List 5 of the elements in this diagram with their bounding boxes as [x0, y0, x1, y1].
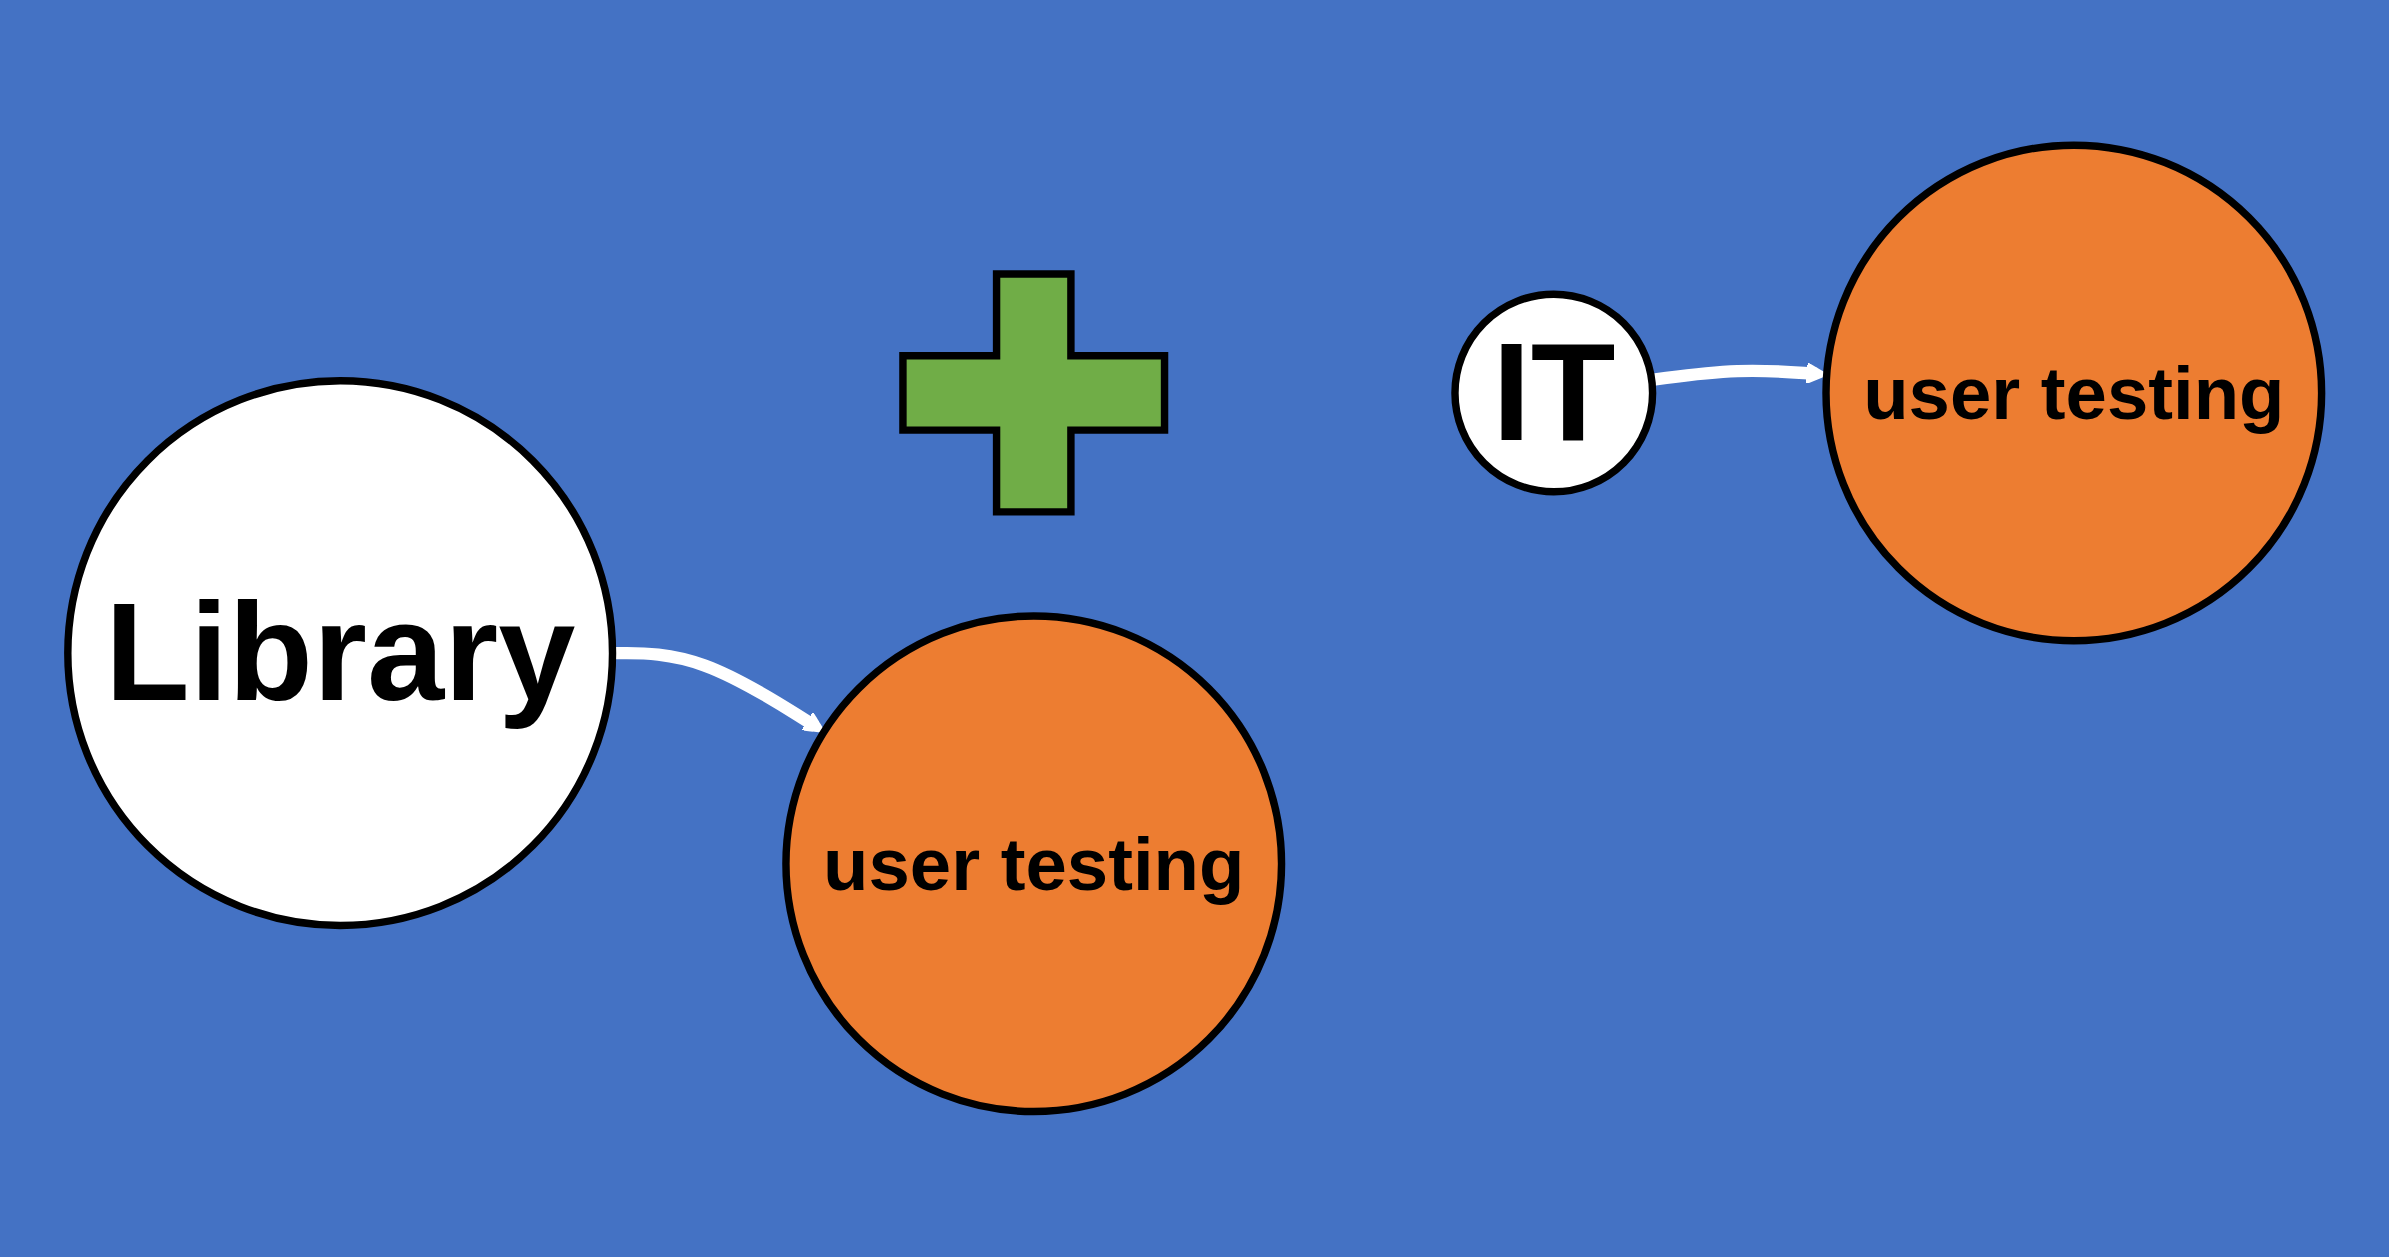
- node-circle: user testing: [1822, 141, 2326, 645]
- node-cross: [899, 270, 1169, 516]
- node-circle: user testing: [782, 612, 1286, 1116]
- node-circle: Library: [63, 377, 616, 930]
- node-circle: IT: [1451, 290, 1657, 496]
